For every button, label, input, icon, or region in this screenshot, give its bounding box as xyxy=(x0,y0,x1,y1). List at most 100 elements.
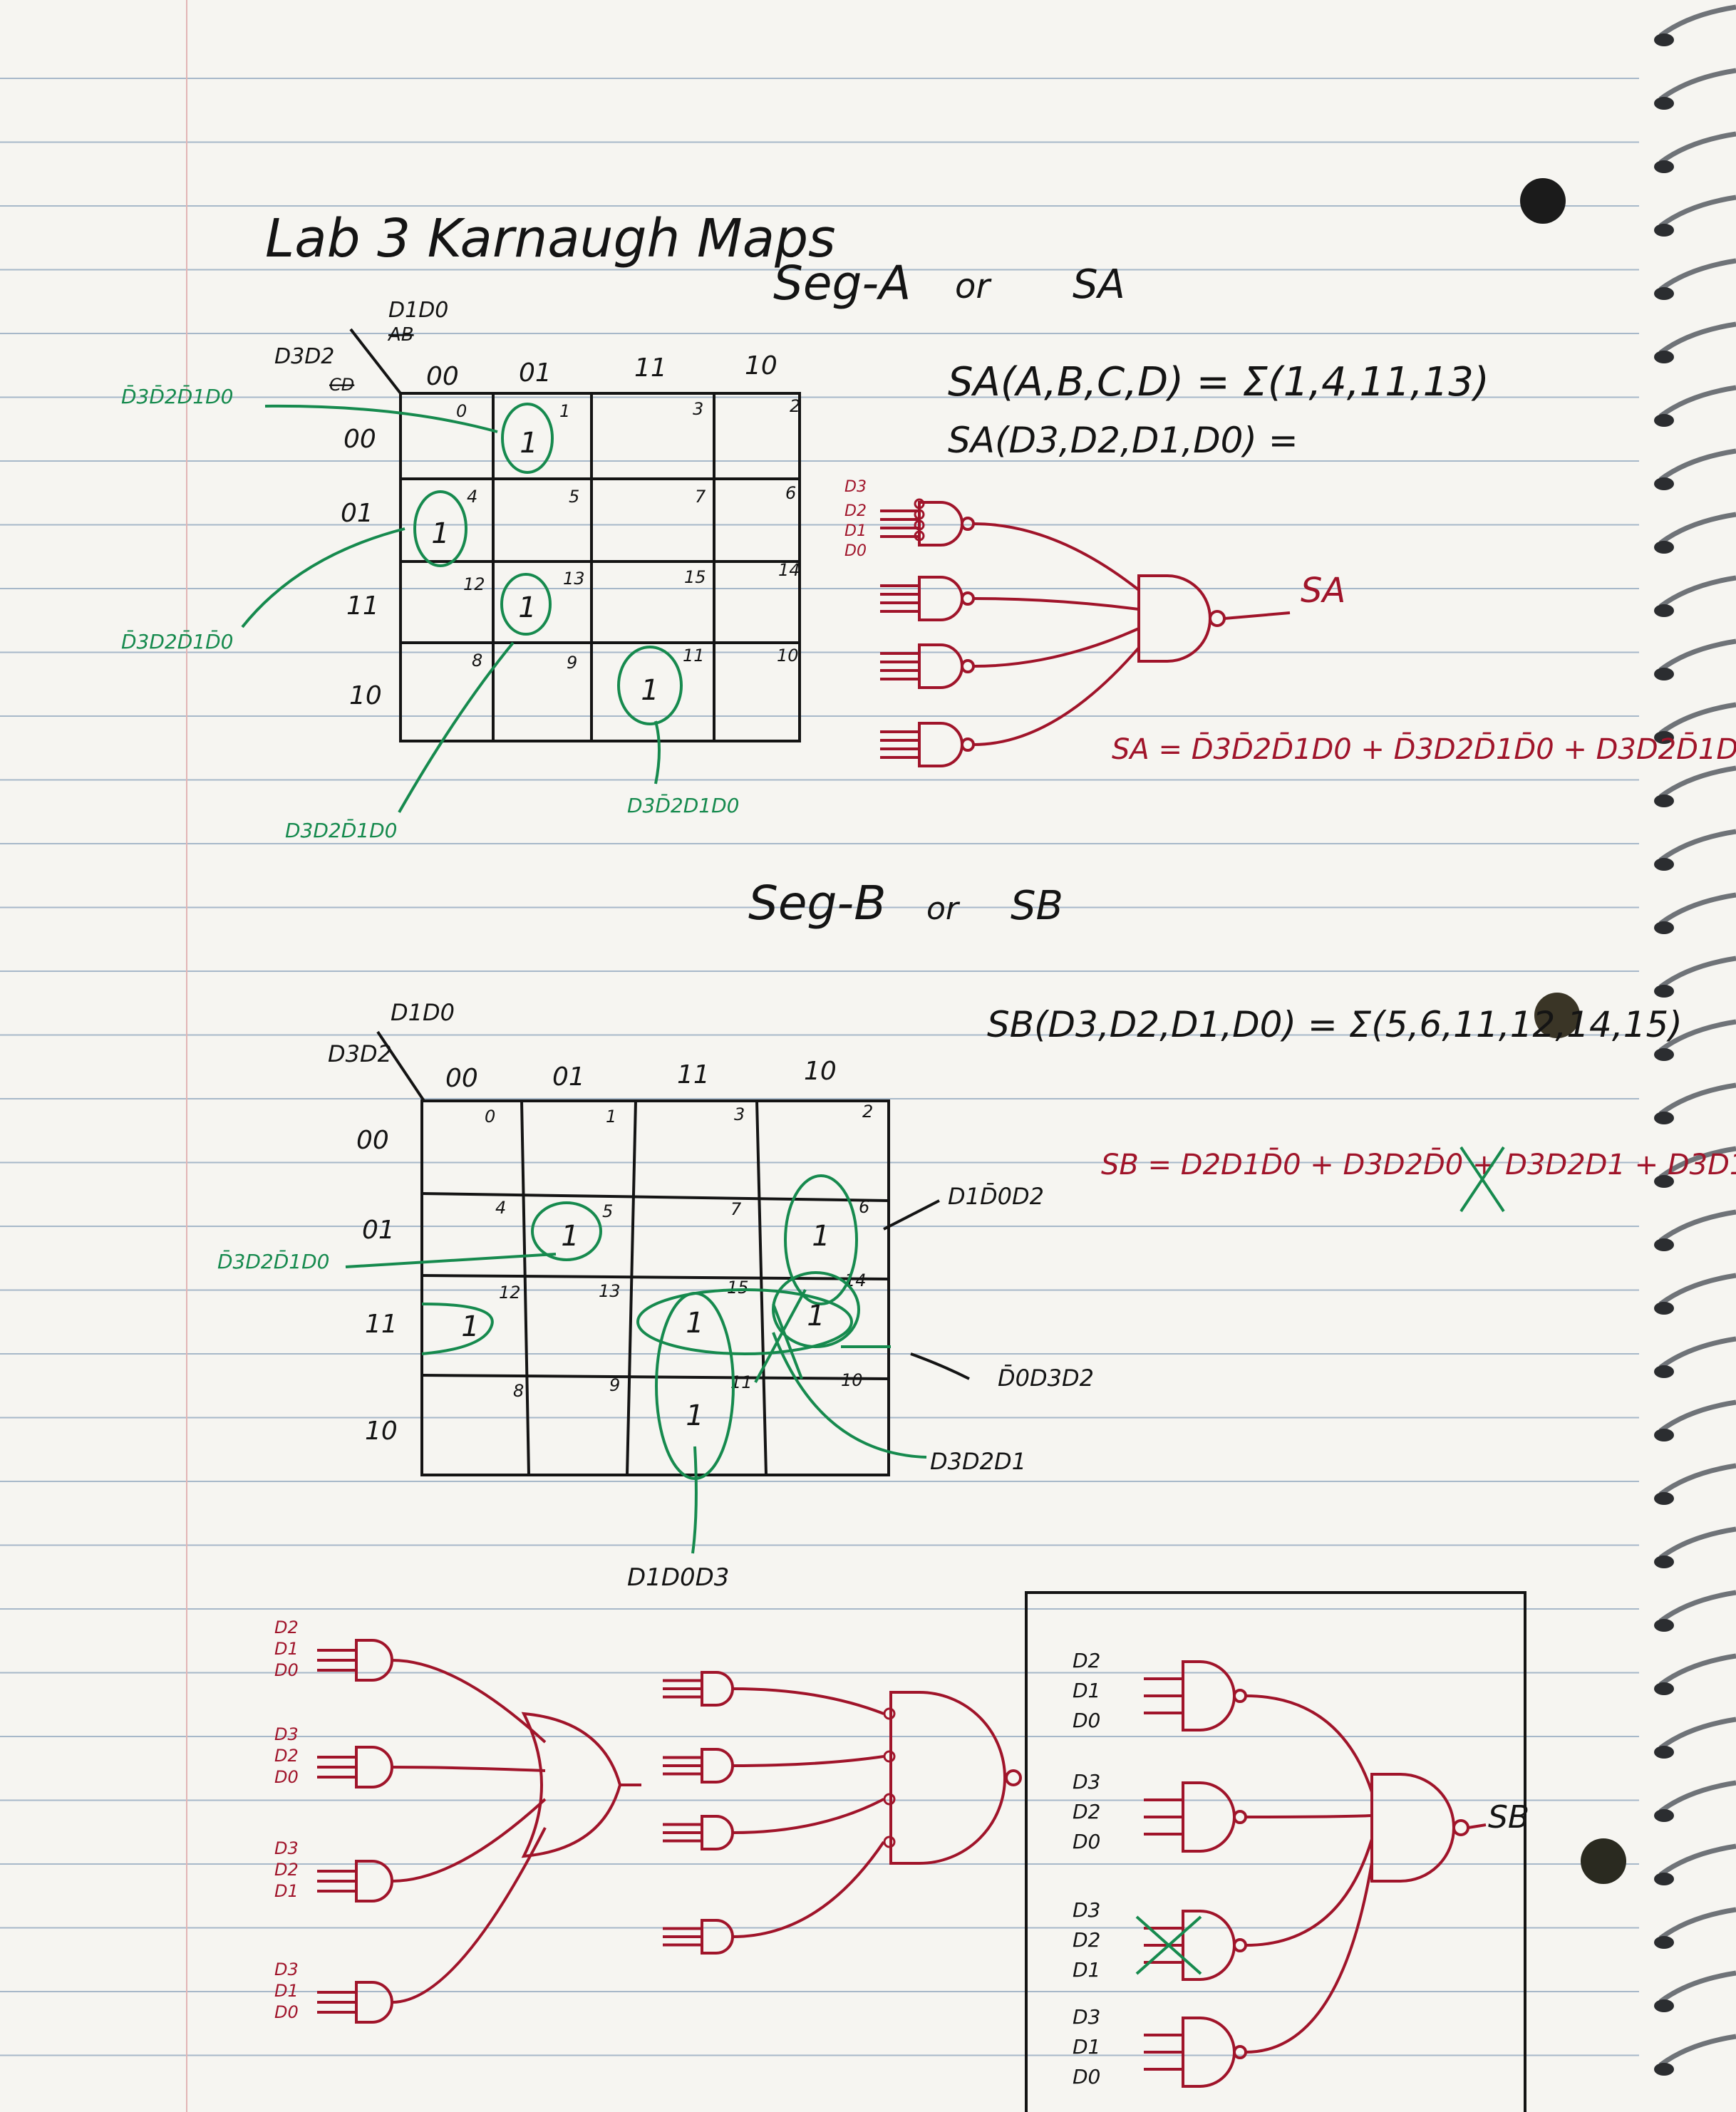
spiral-hole xyxy=(1654,1302,1674,1315)
seg-b-arrow xyxy=(345,1253,557,1268)
seg-a-cell-number: 3 xyxy=(693,399,703,419)
spiral-coil xyxy=(1658,68,1736,101)
spiral-hole xyxy=(1654,604,1674,617)
wire xyxy=(391,1766,546,1772)
seg-b-box-input-label: D3 xyxy=(1073,2005,1100,2029)
input-inverter-bubble xyxy=(914,530,925,542)
seg-a-col-header: 00 xyxy=(426,362,459,391)
seg-a-input-label: D3 xyxy=(844,478,867,496)
seg-a-term-label: D3D2D̄1D0 xyxy=(285,818,398,842)
input-inverter-bubble xyxy=(883,1707,896,1720)
spiral-coil xyxy=(1658,575,1736,609)
seg-b-and-or-input-label: D2 xyxy=(274,1617,299,1637)
spiral-coil xyxy=(1658,1273,1736,1306)
page-title: Lab 3 Karnaugh Maps xyxy=(265,208,836,269)
spiral-hole xyxy=(1654,1365,1674,1378)
seg-a-cell-number: 14 xyxy=(778,560,800,580)
and-gate xyxy=(355,1639,393,1682)
inverter-bubble xyxy=(1005,1769,1022,1786)
spiral-hole xyxy=(1654,1492,1674,1505)
seg-b-row-var: D3D2 xyxy=(328,1040,392,1067)
seg-b-arrow xyxy=(691,1446,698,1554)
spiral-coil xyxy=(1658,1590,1736,1623)
wire xyxy=(1245,1838,1373,1947)
input-inverter-bubble xyxy=(914,509,925,520)
spiral-hole xyxy=(1654,160,1674,173)
spiral-coil xyxy=(1658,512,1736,545)
seg-b-col-var: D1D0 xyxy=(391,999,455,1026)
seg-b-term-label: D̄0D3D2 xyxy=(998,1364,1094,1392)
seg-b-term-label: D1D̄0D2 xyxy=(948,1182,1044,1210)
seg-b-box-input-label: D1 xyxy=(1073,2035,1100,2059)
spiral-coil xyxy=(1658,1082,1736,1116)
seg-a-col-var: D1D0 xyxy=(388,298,448,323)
seg-b-box-input-label: D2 xyxy=(1073,1649,1100,1672)
seg-b-and-or-input-label: D1 xyxy=(274,1881,299,1901)
seg-b-and-or-input-label: D1 xyxy=(274,1981,299,2001)
seg-b-sum-eq: SB(D3,D2,D1,D0) = Σ(5,6,11,12,14,15) xyxy=(987,1004,1683,1045)
seg-b-wrap-loop xyxy=(421,1303,494,1355)
spiral-hole xyxy=(1654,921,1674,934)
and-gate xyxy=(1182,2017,1236,2088)
seg-b-symbol: SB xyxy=(1011,883,1063,929)
seg-b-box-input-label: D0 xyxy=(1073,2065,1100,2088)
and-gate xyxy=(1182,1660,1236,1731)
seg-b-col-header: 01 xyxy=(552,1062,585,1092)
strike-gate xyxy=(1135,1915,1202,1975)
spiral-coil xyxy=(1658,702,1736,735)
seg-b-col-header: 11 xyxy=(677,1060,710,1089)
seg-b-cell-number: 4 xyxy=(495,1198,506,1218)
seg-a-col-var-crossed: AB xyxy=(387,324,414,346)
spiral-hole xyxy=(1654,1555,1674,1568)
seg-b-one: 1 xyxy=(686,1399,703,1432)
spiral-coil xyxy=(1658,1907,1736,1940)
inverter-bubble xyxy=(1452,1819,1469,1836)
input-inverter-bubble xyxy=(914,519,925,531)
spiral-coil xyxy=(1658,1019,1736,1052)
and-gate xyxy=(701,1671,734,1707)
inverter-bubble xyxy=(1233,1810,1247,1824)
input-inverter-bubble xyxy=(883,1793,896,1806)
seg-b-term-label: D̄3D2D̄1D0 xyxy=(217,1249,330,1273)
seg-a-row-var-crossed: CD xyxy=(329,375,354,395)
inverter-bubble xyxy=(961,737,975,752)
seg-b-one: 1 xyxy=(812,1220,830,1253)
wire xyxy=(391,1827,547,2004)
spiral-coil xyxy=(1658,385,1736,418)
seg-a-corner-divider xyxy=(349,328,402,395)
spiral-coil xyxy=(1658,1843,1736,1877)
spiral-hole xyxy=(1654,794,1674,807)
seg-a-cell-number: 10 xyxy=(777,646,799,666)
seg-a-term-label: D̄3D̄2D̄1D0 xyxy=(121,384,234,408)
spiral-coil xyxy=(1658,1463,1736,1496)
spiral-coil xyxy=(1658,956,1736,989)
seg-a-group-loop xyxy=(413,490,467,567)
seg-b-strike-term xyxy=(1459,1146,1505,1213)
seg-b-one: 1 xyxy=(561,1220,579,1253)
seg-a-input-label: D1 xyxy=(844,522,867,540)
spiral-hole xyxy=(1654,1175,1674,1188)
seg-b-cell-number: 6 xyxy=(859,1197,869,1217)
punch-hole-top xyxy=(1520,178,1566,224)
seg-a-arrow xyxy=(654,720,661,785)
seg-b-and-or-input-label: D3 xyxy=(274,1838,299,1858)
seg-a-cell-number: 2 xyxy=(790,396,800,416)
seg-a-final-equation: SA = D̄3D̄2D̄1D0 + D̄3D2D̄1D̄0 + D3D2D̄1… xyxy=(1112,732,1736,766)
spiral-coil xyxy=(1658,258,1736,291)
spiral-coil xyxy=(1658,4,1736,38)
seg-a-row-header: 00 xyxy=(343,425,376,454)
seg-b-box-input-label: D0 xyxy=(1073,1709,1100,1732)
spiral-coil xyxy=(1658,448,1736,482)
seg-b-cell-number: 15 xyxy=(727,1278,749,1298)
seg-b-box-input-label: D2 xyxy=(1073,1800,1100,1823)
wire xyxy=(1245,1694,1373,1793)
seg-b-corner-divider xyxy=(376,1030,425,1102)
spiral-coil xyxy=(1658,1653,1736,1687)
and-gate xyxy=(918,576,963,621)
spiral-hole xyxy=(1654,1112,1674,1124)
spiral-hole xyxy=(1654,1809,1674,1822)
seg-a-output-label: SA xyxy=(1301,571,1345,611)
seg-b-cell-number: 10 xyxy=(841,1370,863,1390)
seg-a-cell-number: 11 xyxy=(683,646,705,666)
